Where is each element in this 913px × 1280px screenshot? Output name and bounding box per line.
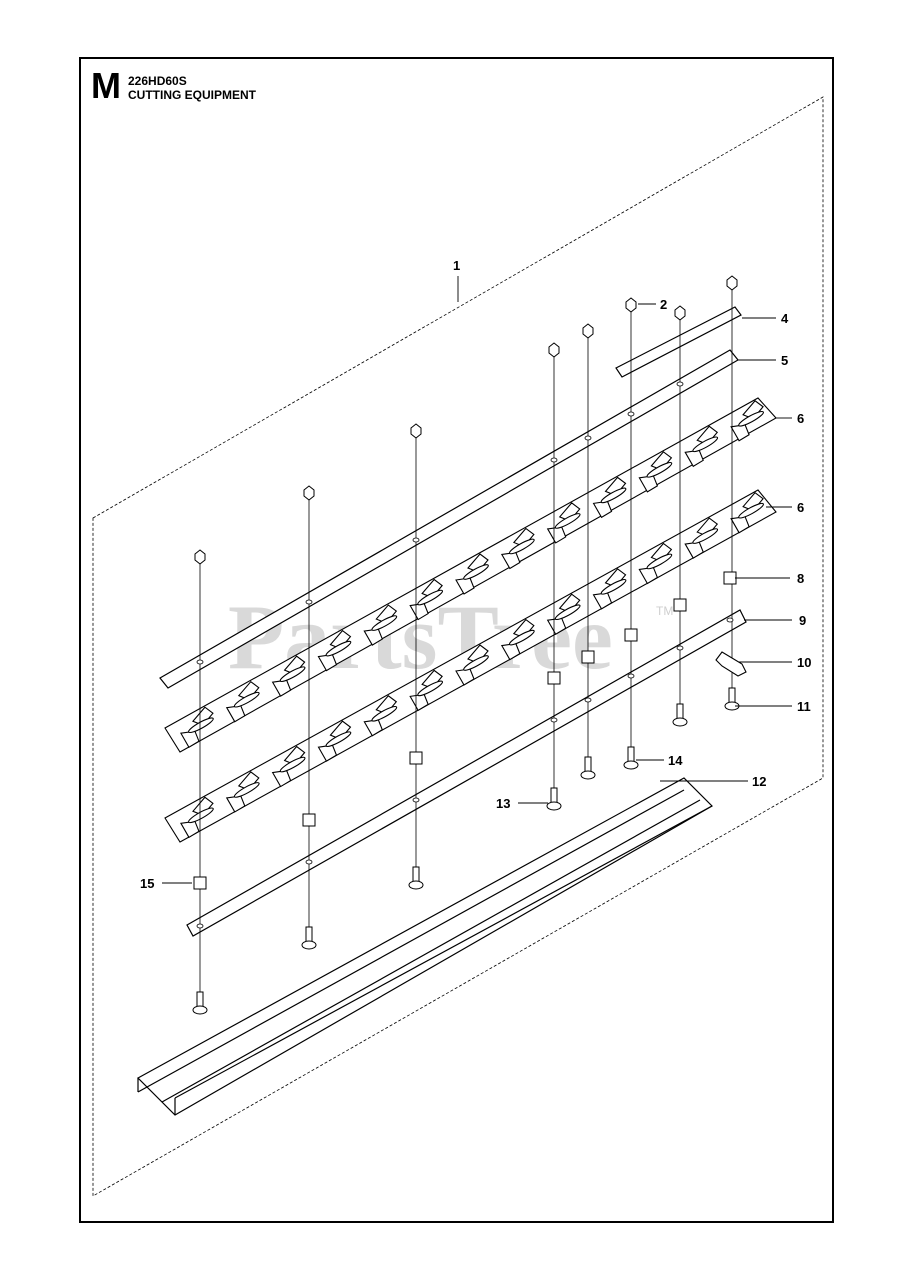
callout-6a: 6: [797, 411, 804, 426]
spacer-nut: [581, 650, 595, 664]
plate-hole: [584, 435, 592, 441]
plate-hole: [676, 645, 684, 651]
blade-slot: [279, 756, 306, 773]
bolt-head: [408, 880, 424, 890]
blade-slot: [600, 487, 627, 504]
blade-slot: [279, 666, 306, 682]
lock-nut: [548, 342, 560, 358]
callout-10: 10: [797, 655, 811, 670]
blade-slot: [188, 807, 214, 824]
plate-hole: [726, 617, 734, 623]
plate-hole: [196, 659, 204, 665]
section-title: CUTTING EQUIPMENT: [128, 88, 256, 102]
part-top-plate: [615, 306, 742, 378]
blade-slot: [188, 717, 214, 734]
spacer-nut: [547, 671, 561, 685]
part-clip: [715, 651, 747, 677]
callout-14: 14: [668, 753, 683, 768]
callout-8: 8: [797, 571, 804, 586]
bolt-head: [192, 1005, 208, 1015]
blade-slot: [233, 782, 260, 798]
blade-slot: [646, 462, 673, 478]
plate-hole: [412, 797, 420, 803]
blade-slot: [508, 538, 535, 555]
callout-9: 9: [799, 613, 806, 628]
callout-12: 12: [752, 774, 766, 789]
bolt-head: [623, 760, 639, 770]
blade-slot: [554, 513, 581, 529]
blade-slot: [508, 629, 535, 646]
blade-slot: [233, 691, 260, 708]
bolt-head: [301, 940, 317, 950]
spacer-nut: [723, 571, 737, 585]
spacer-nut: [193, 876, 207, 890]
callout-11: 11: [797, 699, 811, 714]
blade-slot: [325, 731, 352, 747]
part-support-plate: [186, 609, 747, 937]
blade-slot: [738, 502, 764, 519]
callout-15: 15: [140, 876, 154, 891]
part-lower-blade: [164, 489, 777, 843]
spacer-nut: [673, 598, 687, 612]
plate-hole: [627, 411, 635, 417]
blade-slot: [692, 436, 719, 453]
blade-slot: [463, 564, 489, 580]
lock-nut: [303, 485, 315, 501]
diagram-frame: [79, 57, 834, 1223]
plate-hole: [584, 697, 592, 703]
plate-hole: [196, 923, 204, 929]
blade-slot: [371, 705, 398, 722]
assembly-boundary: [92, 96, 824, 1197]
blade-slot: [325, 640, 352, 657]
spacer-nut: [409, 751, 423, 765]
callout-numbers: 1 2 4 5 6 6 8 9 10 11 12 13 14 15: [140, 258, 811, 891]
blade-slot: [554, 604, 581, 621]
callout-4: 4: [781, 311, 789, 326]
blade-slot: [738, 410, 764, 427]
part-upper-blade: [164, 397, 777, 753]
plate-hole: [550, 717, 558, 723]
blade-slot: [463, 655, 489, 671]
model-number: 226HD60S: [128, 74, 187, 88]
blade-slot: [417, 680, 444, 697]
callout-5: 5: [781, 353, 788, 368]
plate-hole: [305, 859, 313, 865]
callout-13: 13: [496, 796, 510, 811]
plate-hole: [550, 457, 558, 463]
blade-slot: [692, 528, 719, 544]
fastener-set: [192, 275, 740, 1015]
lock-nut: [194, 549, 206, 565]
plate-hole: [676, 381, 684, 387]
lock-nut: [726, 275, 738, 291]
bolt-head: [672, 717, 688, 727]
blade-slot: [646, 553, 673, 570]
lock-nut: [674, 305, 686, 321]
callout-leaders: [162, 276, 792, 884]
bolt-head: [546, 801, 562, 811]
bolt-head: [580, 770, 596, 780]
callout-1: 1: [453, 258, 460, 273]
spacer-nut: [302, 813, 316, 827]
part-blade-guard: [137, 777, 713, 1116]
blade-slot: [417, 589, 444, 606]
lock-nut: [625, 297, 637, 313]
blade-slot: [600, 579, 627, 595]
blade-slot: [371, 615, 398, 631]
spacer-nut: [624, 628, 638, 642]
watermark-tm: TM: [656, 604, 673, 618]
section-letter: M: [91, 65, 121, 106]
callout-2: 2: [660, 297, 667, 312]
plate-hole: [305, 599, 313, 605]
lock-nut: [410, 423, 422, 439]
plate-hole: [627, 673, 635, 679]
callout-6b: 6: [797, 500, 804, 515]
lock-nut: [582, 323, 594, 339]
plate-hole: [412, 537, 420, 543]
